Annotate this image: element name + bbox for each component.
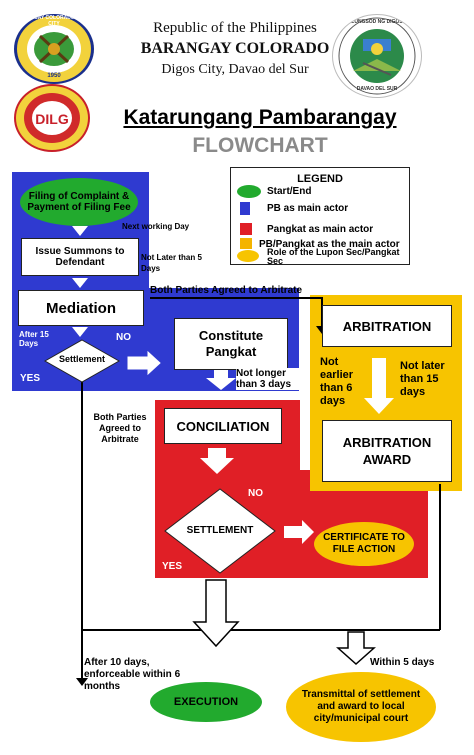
label-within-5-days: Within 5 days <box>370 657 435 668</box>
barangay-seal-emblem <box>17 16 91 82</box>
barangay-seal-left: BARANGAY COLORADO DIGOS CITY 1950 <box>14 14 94 84</box>
node-arbitration: ARBITRATION <box>322 305 452 347</box>
legend-swatch-pb <box>240 202 250 215</box>
header-line-2: BARANGAY COLORADO <box>140 40 330 57</box>
legend-label-pb: PB as main actor <box>267 203 349 214</box>
seal-right-sub: DAVAO DEL SUR <box>356 86 398 92</box>
legend-swatch-pangkat <box>240 223 252 235</box>
header-line-1: Republic of the Philippines <box>153 20 317 36</box>
node-conciliation: CONCILIATION <box>164 408 282 444</box>
node-filing-start: Filing of Complaint & Payment of Filing … <box>20 178 138 226</box>
legend-swatch-pb-pangkat <box>240 238 252 249</box>
node-settlement-2: SETTLEMENT <box>164 488 276 574</box>
arrow-mediation-to-settlement <box>72 327 88 337</box>
legend-label-pangkat: Pangkat as main actor <box>267 224 374 235</box>
settlement-1-label: Settlement <box>58 354 105 364</box>
seal-left-text: BARANGAY COLORADO DIGOS CITY <box>15 15 93 27</box>
legend-label-lupon: Role of the Lupon Sec/Pangkat Sec <box>267 247 400 266</box>
legend-box: LEGEND Start/End PB as main actor Pangka… <box>230 167 410 266</box>
label-yes-2: YES <box>162 561 183 572</box>
label-after-10-days: After 10 days, enforceable within 6 mont… <box>84 657 181 692</box>
arrow-settlement-to-certificate <box>284 520 314 544</box>
node-settlement-1: Settlement <box>43 339 121 383</box>
label-after-15-days: After 15 Days <box>19 330 49 348</box>
legend-swatch-start-end <box>237 185 261 198</box>
arrowhead-to-execution-left <box>76 678 88 686</box>
label-both-agreed-left: Both Parties Agreed to Arbitrate <box>93 412 147 444</box>
label-not-earlier-6-days: Not earlier than 6 days <box>320 356 354 407</box>
legend-title: LEGEND <box>297 173 343 185</box>
arrow-conciliation-to-settlement <box>200 448 234 474</box>
header-line-3: Digos City, Davao del Sur <box>161 62 309 77</box>
node-certificate-to-file-action: CERTIFICATE TO FILE ACTION <box>314 522 414 566</box>
arrow-to-transmittal <box>336 631 376 666</box>
legend-label-pb-pangkat: PB/Pangkat as the main actor <box>259 239 400 250</box>
node-execution-end: EXECUTION <box>150 682 262 722</box>
arrow-constitute-to-conciliation <box>206 370 236 390</box>
label-no-2: NO <box>248 488 263 499</box>
dilg-text: DILG <box>35 111 69 127</box>
label-next-working-day: Next working Day <box>122 222 190 231</box>
digos-city-seal-right: LUNGSOD NG DIGOS DAVAO DEL SUR <box>332 14 422 98</box>
arrow-filing-to-summons <box>72 226 88 236</box>
arrow-summons-to-mediation <box>72 278 88 288</box>
page-title: Katarungang Pambarangay <box>123 106 397 129</box>
page-subtitle: FLOWCHART <box>192 134 328 157</box>
dilg-seal: DILG <box>14 84 90 152</box>
arrow-settlement-to-constitute <box>127 350 161 376</box>
label-not-later-15-days: Not later than 15 days <box>400 360 445 398</box>
seal-left-year: 1950 <box>47 73 61 79</box>
node-issue-summons: Issue Summons to Defendant <box>21 238 139 276</box>
settlement-2-diamond <box>164 488 276 574</box>
label-no-1: NO <box>116 332 131 343</box>
node-constitute-pangkat: Constitute Pangkat <box>174 318 288 370</box>
label-both-agreed-top: Both Parties Agreed to Arbitrate <box>150 285 303 296</box>
digos-seal-emblem <box>338 17 416 95</box>
arrow-red-to-execution <box>192 579 240 648</box>
label-not-later-5-days: Not Later than 5 Days <box>141 253 202 273</box>
settlement-1-diamond <box>43 339 121 383</box>
settlement-2-label: SETTLEMENT <box>186 525 254 536</box>
node-mediation: Mediation <box>18 290 144 326</box>
label-not-longer-3-days: Not longer than 3 days <box>236 368 302 390</box>
legend-swatch-lupon <box>237 250 259 262</box>
seal-right-text: LUNGSOD NG DIGOS <box>351 19 403 25</box>
node-transmittal: Transmittal of settlement and award to l… <box>286 672 436 742</box>
arrow-arbitration-to-award <box>364 358 394 414</box>
label-yes-1: YES <box>20 373 41 384</box>
node-arbitration-award: ARBITRATION AWARD <box>322 420 452 482</box>
dilg-seal-emblem <box>16 86 88 150</box>
legend-label-start-end: Start/End <box>267 186 312 197</box>
